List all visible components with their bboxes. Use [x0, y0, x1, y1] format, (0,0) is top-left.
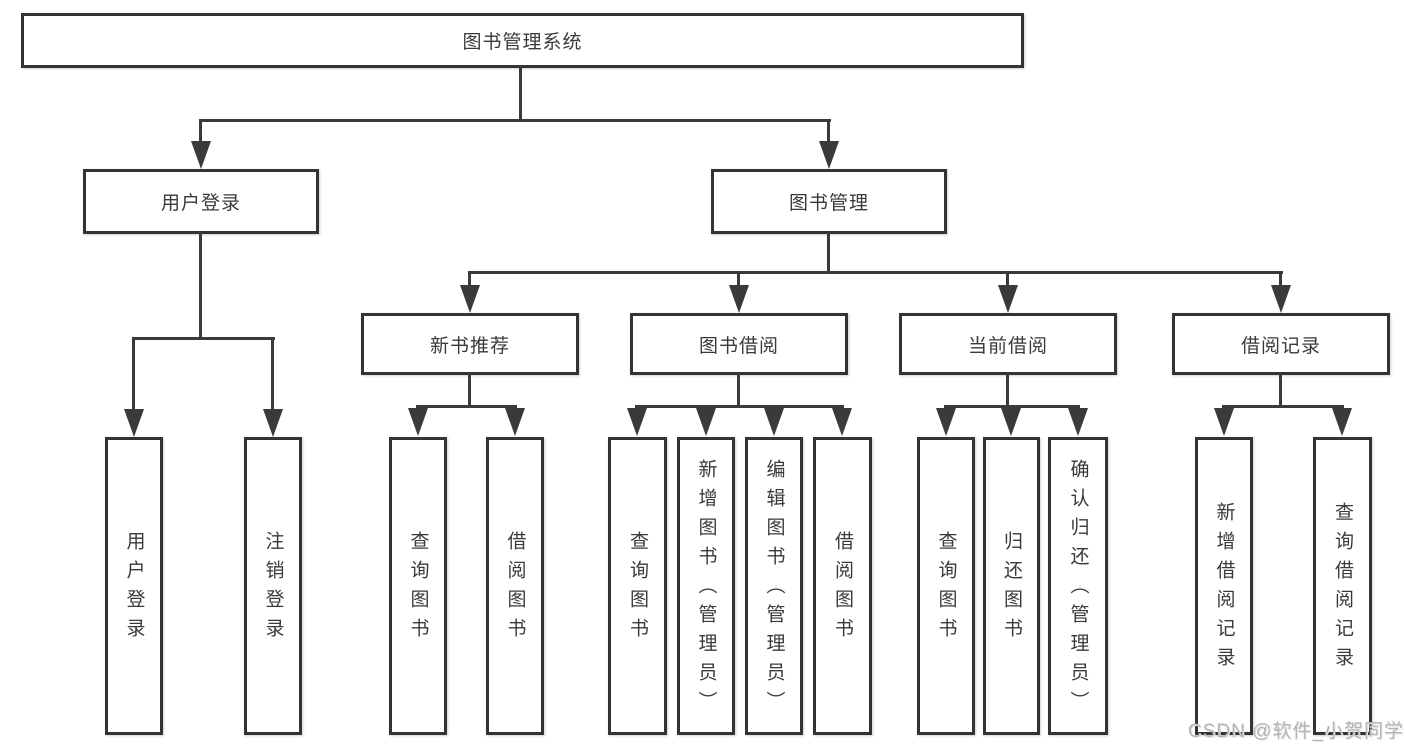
leaf-bb-query-book: 查询图书: [608, 437, 667, 735]
node-borrow-record: 借阅记录: [1172, 313, 1390, 375]
leaf-cb-query-book: 查询图书: [917, 437, 975, 735]
connector-book-mgmt-branch: [468, 271, 1283, 274]
leaf-br-add-record: 新增借阅记录: [1195, 437, 1253, 735]
watermark-text: CSDN @软件_小贺同学: [1188, 721, 1404, 742]
arrow-down-icon: [263, 409, 283, 437]
connector-stem: [1279, 271, 1282, 289]
arrow-down-icon: [832, 408, 852, 436]
connector-stem: [132, 337, 135, 413]
connector-current-borrow-branch: [944, 405, 1080, 408]
connector-root-down: [519, 66, 522, 122]
connector-book-mgmt-down: [827, 232, 830, 274]
arrow-down-icon: [1271, 285, 1291, 313]
leaf-br-query-record: 查询借阅记录: [1313, 437, 1372, 735]
node-book-borrow: 图书借阅: [630, 313, 848, 375]
arrow-down-icon: [729, 285, 749, 313]
leaf-user-login: 用户登录: [105, 437, 163, 735]
connector-current-borrow-down: [1006, 373, 1009, 408]
connector-stem: [271, 337, 274, 413]
connector-book-borrow-branch: [635, 405, 844, 408]
arrow-down-icon: [696, 408, 716, 436]
leaf-bb-add-book: 新增图书（管理员）: [677, 437, 735, 735]
leaf-bb-edit-book: 编辑图书（管理员）: [745, 437, 803, 735]
connector-user-login-branch: [132, 337, 275, 340]
leaf-nb-borrow-book: 借阅图书: [486, 437, 544, 735]
connector-user-login-down: [199, 232, 202, 340]
node-book-mgmt: 图书管理: [711, 169, 947, 234]
arrow-down-icon: [1214, 408, 1234, 436]
arrow-down-icon: [460, 285, 480, 313]
connector-borrow-record-branch: [1222, 405, 1344, 408]
connector-new-book-down: [468, 373, 471, 408]
arrow-down-icon: [124, 409, 144, 437]
arrow-down-icon: [1332, 408, 1352, 436]
node-current-borrow: 当前借阅: [899, 313, 1117, 375]
arrow-down-icon: [936, 408, 956, 436]
arrow-down-icon: [1068, 408, 1088, 436]
connector-stem: [827, 119, 830, 147]
node-root: 图书管理系统: [21, 13, 1024, 68]
leaf-cb-confirm-return: 确认归还（管理员）: [1048, 437, 1108, 735]
arrow-down-icon: [819, 141, 839, 169]
arrow-down-icon: [998, 285, 1018, 313]
arrow-down-icon: [191, 141, 211, 169]
connector-stem: [1006, 271, 1009, 289]
leaf-cb-return-book: 归还图书: [983, 437, 1040, 735]
connector-stem: [737, 271, 740, 289]
connector-new-book-branch: [416, 405, 517, 408]
node-user-login: 用户登录: [83, 169, 319, 234]
leaf-bb-borrow-book: 借阅图书: [813, 437, 872, 735]
connector-borrow-record-down: [1279, 373, 1282, 408]
arrow-down-icon: [1001, 408, 1021, 436]
connector-book-borrow-down: [737, 373, 740, 408]
leaf-nb-query-book: 查询图书: [389, 437, 447, 735]
arrow-down-icon: [764, 408, 784, 436]
connector-stem: [199, 119, 202, 147]
node-new-book-rec: 新书推荐: [361, 313, 579, 375]
arrow-down-icon: [505, 408, 525, 436]
connector-stem: [468, 271, 471, 289]
connector-root-branch: [199, 119, 831, 122]
leaf-logout: 注销登录: [244, 437, 302, 735]
arrow-down-icon: [408, 408, 428, 436]
arrow-down-icon: [627, 408, 647, 436]
